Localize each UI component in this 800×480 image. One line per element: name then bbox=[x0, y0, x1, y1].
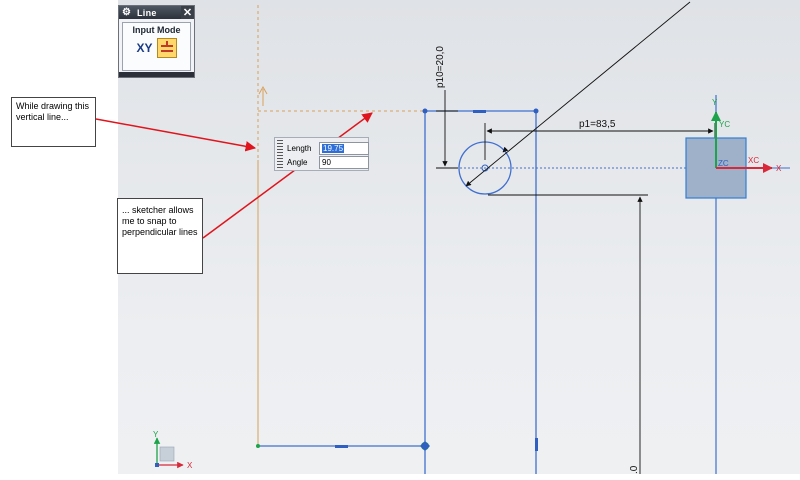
triad-y-label: Y bbox=[153, 430, 159, 439]
endpoint-bottom-left[interactable] bbox=[256, 444, 260, 448]
csys-zc-label: ZC bbox=[718, 159, 729, 168]
endpoint-top-left[interactable] bbox=[422, 108, 428, 114]
view-triad: Y X bbox=[153, 430, 193, 470]
constraint-marker-right bbox=[535, 438, 538, 451]
p10-dimension-label[interactable]: p10=20,0 bbox=[435, 46, 446, 88]
input-mode-options: XY bbox=[123, 38, 190, 58]
angle-input[interactable]: 90 bbox=[319, 155, 369, 169]
p1-dimension-label[interactable]: p1=83,5 bbox=[579, 119, 616, 130]
input-mode-label: Input Mode bbox=[132, 25, 181, 35]
drag-handle[interactable] bbox=[277, 140, 283, 168]
csys-x-end-label: X bbox=[776, 164, 782, 173]
angle-field-row: Angle 90 bbox=[287, 155, 369, 169]
callout-arrow-2 bbox=[202, 112, 373, 239]
dialog-title-bar[interactable]: ⚙ Line ✕ bbox=[119, 6, 194, 19]
line-dialog[interactable]: ⚙ Line ✕ Input Mode XY bbox=[118, 5, 195, 78]
constraint-marker-bottom bbox=[335, 445, 348, 448]
length-label: Length bbox=[287, 143, 312, 153]
csys-y-label: Y bbox=[712, 98, 718, 107]
diameter-dimension-line bbox=[465, 1, 691, 187]
annotation-callout-2: ... sketcher allows me to snap to perpen… bbox=[117, 198, 203, 274]
graphics-viewport[interactable] bbox=[118, 0, 800, 474]
preview-direction-arrow bbox=[258, 85, 268, 106]
dialog-footer-bar bbox=[119, 72, 194, 77]
length-field-row: Length 19.75 bbox=[287, 141, 369, 155]
annotation-callout-1: While drawing this vertical line... bbox=[11, 97, 96, 147]
callout-arrow-1 bbox=[95, 118, 257, 152]
close-icon[interactable]: ✕ bbox=[181, 6, 194, 19]
xy-mode-button[interactable]: XY bbox=[136, 41, 153, 55]
length-value: 19.75 bbox=[322, 143, 345, 153]
angle-label: Angle bbox=[287, 157, 308, 167]
snap-point-bottom bbox=[420, 441, 430, 451]
diameter-dimension-line-2 bbox=[502, 146, 509, 153]
endpoint-top-right[interactable] bbox=[533, 108, 539, 114]
csys-yc-label: YC bbox=[719, 120, 730, 129]
lower-dimension-label[interactable]: .0 bbox=[629, 465, 640, 474]
constraint-marker-top bbox=[473, 110, 486, 113]
triad-x-label: X bbox=[187, 461, 193, 470]
length-input[interactable]: 19.75 bbox=[319, 141, 369, 155]
parameter-mode-icon[interactable] bbox=[156, 38, 177, 58]
input-mode-group: Input Mode XY bbox=[122, 22, 191, 71]
gear-icon[interactable]: ⚙ bbox=[122, 7, 131, 18]
csys-xc-label: XC bbox=[748, 156, 759, 165]
dialog-title: Line bbox=[137, 7, 157, 18]
onscreen-input-box[interactable]: Length 19.75 Angle 90 bbox=[274, 137, 369, 171]
